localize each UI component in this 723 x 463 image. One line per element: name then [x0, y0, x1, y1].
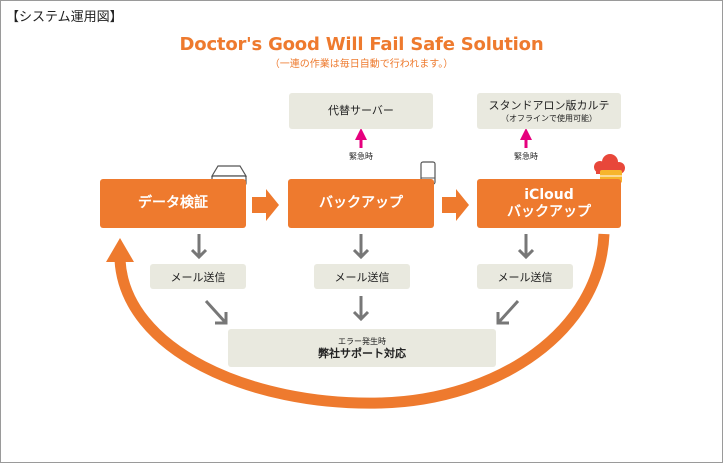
data-verification-box: データ検証 [100, 179, 246, 228]
mail-send-label-3: メール送信 [497, 270, 553, 284]
mail-to-support-arrow-2 [352, 296, 370, 322]
data-verification-label: データ検証 [138, 195, 208, 211]
standalone-chart-note: （オフラインで使用可能） [501, 113, 597, 123]
section-label: 【システム運用図】 [6, 10, 123, 25]
flow-arrow-2 [442, 189, 469, 221]
mail-send-label-1: メール送信 [170, 270, 226, 284]
diagram-subtitle: （一連の作業は毎日自動で行われます。） [269, 59, 454, 70]
mail-send-box-3: メール送信 [477, 264, 573, 289]
down-arrow-1 [190, 234, 208, 260]
mail-to-support-arrow-1 [204, 299, 228, 325]
icloud-label: iCloud [524, 186, 574, 203]
error-support-box: エラー発生時 弊社サポート対応 [228, 329, 496, 367]
icloud-backup-label: バックアップ [507, 203, 591, 220]
return-loop-arrow [114, 233, 610, 409]
support-label: 弊社サポート対応 [318, 346, 406, 360]
substitute-server-box: 代替サーバー [289, 93, 433, 129]
mail-send-box-2: メール送信 [314, 264, 410, 289]
mail-send-box-1: メール送信 [150, 264, 246, 289]
down-arrow-3 [517, 234, 535, 260]
error-occurrence-note: エラー発生時 [338, 336, 386, 346]
backup-label: バックアップ [319, 195, 403, 211]
mail-send-label-2: メール送信 [334, 270, 390, 284]
diagram-title: Doctor's Good Will Fail Safe Solution [179, 34, 544, 55]
down-arrow-2 [352, 234, 370, 260]
substitute-server-label: 代替サーバー [328, 104, 394, 117]
icloud-backup-box: iCloud バックアップ [477, 179, 621, 228]
mail-to-support-arrow-3 [496, 299, 520, 325]
emergency-label-2: 緊急時 [514, 152, 538, 161]
cloud-storage-icon [594, 154, 625, 183]
return-loop-arrowhead [106, 238, 134, 262]
standalone-chart-box: スタンドアロン版カルテ （オフラインで使用可能） [477, 93, 621, 129]
backup-box: バックアップ [288, 179, 434, 228]
flow-arrow-1 [252, 189, 279, 221]
emergency-label-1: 緊急時 [349, 152, 373, 161]
hard-drive-icon [420, 161, 436, 185]
standalone-chart-title: スタンドアロン版カルテ [488, 98, 610, 112]
